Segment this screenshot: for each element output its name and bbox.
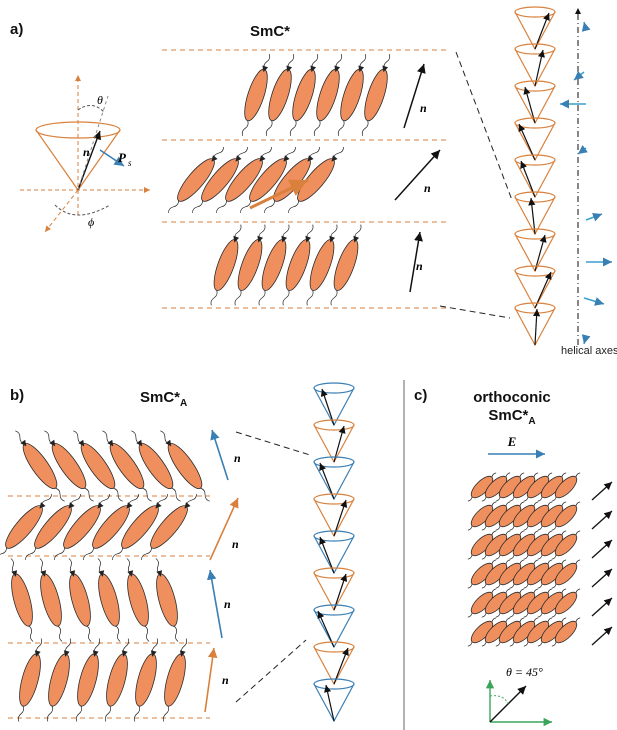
panel-c-title-line2: SmC*A [488, 407, 535, 427]
panel-c-letter: c) [414, 387, 427, 404]
panel-b-letter: b) [10, 387, 24, 404]
helix-cone-stack-a [514, 6, 556, 347]
polarization-vector [577, 145, 588, 155]
smca-molecule [126, 635, 166, 725]
svg-text:n: n [222, 673, 229, 687]
helix-cone [514, 80, 556, 125]
orthoconic-director-arrow [591, 568, 613, 588]
field-e-label: E [507, 434, 517, 449]
orthoconic-director-arrow [591, 481, 613, 501]
orthoconic-director-arrow [591, 510, 613, 530]
cone-diagram: θ ϕ n P s [20, 75, 150, 233]
smca-molecule [31, 555, 71, 645]
smca-molecule [2, 555, 42, 645]
helical-axes-label: helical axes [561, 345, 617, 357]
panel-b-title: SmC*A [140, 389, 187, 409]
smca-director-arrows: n n n n [204, 429, 241, 713]
angle-inset: θ = 45° [485, 665, 552, 727]
smca-molecule [97, 635, 137, 725]
helix-cone [313, 604, 355, 649]
orthoconic-director-arrow [591, 539, 613, 559]
smca-molecules [0, 425, 217, 725]
smc-molecule [354, 51, 398, 139]
svg-text:n: n [232, 537, 239, 551]
svg-text:n: n [234, 451, 241, 465]
svg-text:n: n [424, 181, 431, 195]
helix-cone [514, 6, 556, 51]
polarization-vector [585, 212, 603, 222]
polarization-vector [573, 70, 585, 81]
smc-star-layers [162, 49, 450, 309]
smc-molecule [330, 51, 374, 139]
smca-molecule [60, 555, 100, 645]
svg-text:n: n [224, 597, 231, 611]
smca-molecule [89, 555, 129, 645]
polarization-vector [581, 21, 591, 32]
smca-molecule [147, 555, 187, 645]
ps-label: P [118, 150, 127, 165]
helix-cone [514, 228, 556, 273]
svg-text:n: n [416, 259, 423, 273]
smc-molecule [234, 51, 278, 139]
helix-cone [313, 382, 355, 427]
helix-cone [313, 530, 355, 575]
helix-cone [514, 302, 556, 347]
helix-cone [313, 641, 355, 686]
smc-star-molecules [161, 51, 398, 309]
polarization-helix-arrows [560, 21, 612, 345]
helix-cone [514, 191, 556, 236]
svg-text:n: n [420, 101, 427, 115]
panel-c-title-line1: orthoconic [473, 389, 551, 406]
theta-symbol: θ [97, 93, 103, 107]
helix-cone [313, 456, 355, 501]
phi-symbol: ϕ [88, 215, 94, 229]
smca-molecule [155, 635, 195, 725]
smc-molecule [282, 51, 326, 139]
smc-molecule [258, 51, 302, 139]
panel-a-title: SmC* [250, 23, 290, 40]
panel-a-letter: a) [10, 21, 23, 38]
helix-cone [313, 419, 355, 464]
helix-cone [313, 493, 355, 538]
theta-45-label: θ = 45° [506, 665, 543, 679]
polarization-vector [581, 334, 591, 345]
orthoconic-director-arrow [591, 597, 613, 617]
ps-subscript: s [128, 158, 132, 168]
smca-molecule [118, 555, 158, 645]
helix-cone [313, 678, 355, 723]
helix-cone [514, 154, 556, 199]
orthoconic-director-arrow [591, 626, 613, 646]
helix-cone [313, 567, 355, 612]
orthoconic-molecules [463, 468, 585, 651]
helix-cone [514, 265, 556, 310]
polarization-vector [583, 297, 605, 306]
helix-cone-stack-b [313, 382, 355, 723]
polarization-arrow [249, 178, 309, 210]
director-n-label: n [83, 145, 90, 159]
smca-molecule [10, 635, 50, 725]
smc-molecule [306, 51, 350, 139]
smca-molecule [68, 635, 108, 725]
smc-star-director-arrows: n n n [394, 63, 441, 293]
smca-molecule [39, 635, 79, 725]
helix-cone [514, 117, 556, 162]
helix-cone [514, 43, 556, 88]
orthoconic-director-arrows [591, 481, 613, 646]
